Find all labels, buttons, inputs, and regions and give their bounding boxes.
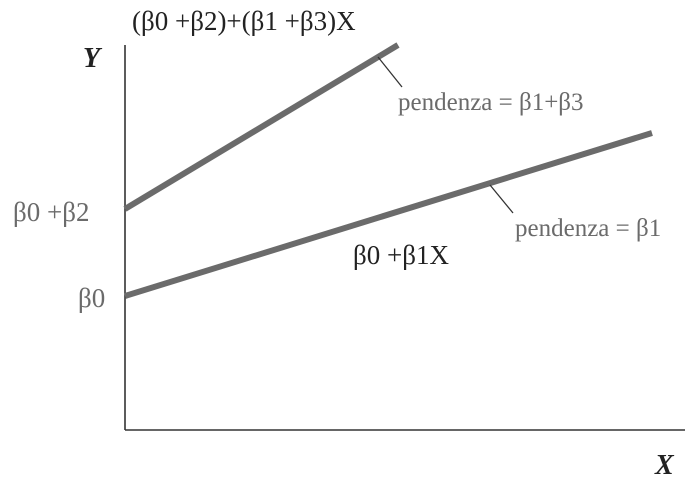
upper-regression-line — [123, 42, 400, 212]
x-axis-label: X — [654, 450, 675, 480]
upper-intercept-label: β0 +β2 — [13, 197, 89, 227]
lower-regression-line — [124, 130, 653, 299]
upper-line-equation: (β0 +β2)+(β1 +β3)X — [132, 6, 356, 36]
lower-intercept-label: β0 — [78, 283, 105, 313]
lower-slope-leader — [489, 184, 514, 214]
lower-slope-label: pendenza = β1 — [515, 215, 661, 242]
y-axis-label: Y — [83, 43, 103, 74]
upper-slope-label: pendenza = β1+β3 — [398, 89, 584, 116]
lower-line-equation: β0 +β1X — [353, 240, 449, 270]
upper-slope-leader — [377, 56, 403, 88]
